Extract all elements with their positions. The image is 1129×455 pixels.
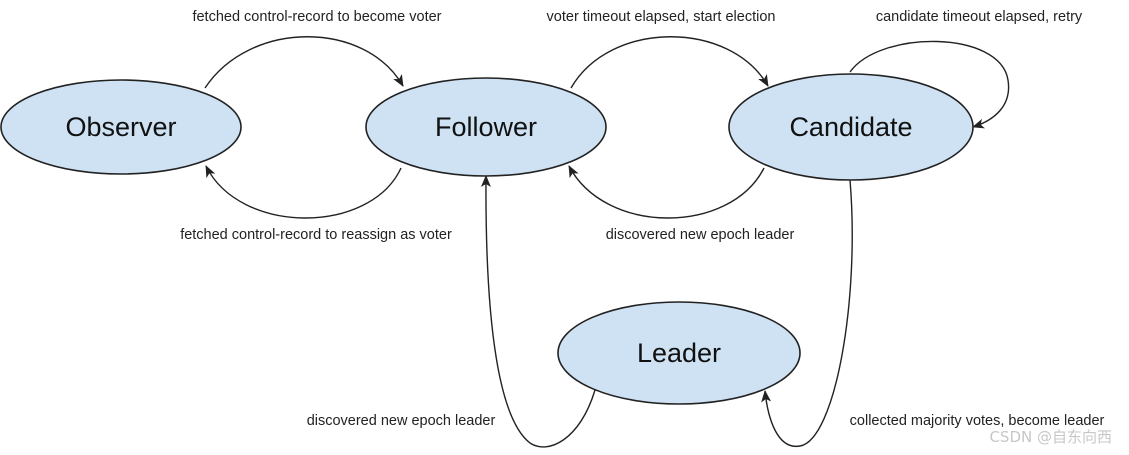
edge-follower-to-observer bbox=[205, 165, 402, 219]
edge-label-candidate-to-leader: collected majority votes, become leader bbox=[850, 413, 1105, 429]
watermark: CSDN @自东向西 bbox=[989, 428, 1112, 446]
candidate-ellipse bbox=[728, 73, 974, 181]
edge-candidate-to-follower bbox=[568, 165, 765, 219]
edge-observer-to-follower bbox=[204, 36, 404, 89]
edge-leader-to-follower bbox=[480, 175, 596, 448]
edge-label-candidate-self-loop: candidate timeout elapsed, retry bbox=[876, 9, 1083, 25]
edge-label-follower-to-observer: fetched control-record to reassign as vo… bbox=[180, 227, 452, 243]
edge-label-follower-to-candidate: voter timeout elapsed, start election bbox=[547, 9, 776, 25]
candidate-label: Candidate bbox=[789, 112, 912, 142]
follower-ellipse bbox=[365, 77, 607, 177]
edge-candidate-to-leader bbox=[761, 179, 853, 447]
edge-label-leader-to-follower: discovered new epoch leader bbox=[307, 413, 496, 429]
edge-label-candidate-to-follower: discovered new epoch leader bbox=[606, 227, 795, 243]
leader-ellipse bbox=[557, 301, 801, 405]
leader-label: Leader bbox=[637, 338, 721, 368]
edge-candidate-self-loop bbox=[849, 40, 1010, 129]
node-follower: Follower bbox=[365, 77, 607, 177]
node-leader: Leader bbox=[557, 301, 801, 405]
edge-label-observer-to-follower: fetched control-record to become voter bbox=[192, 9, 441, 25]
node-observer: Observer bbox=[0, 79, 242, 175]
observer-label: Observer bbox=[65, 112, 176, 142]
observer-ellipse bbox=[0, 79, 242, 175]
node-candidate: Candidate bbox=[728, 73, 974, 181]
follower-label: Follower bbox=[435, 112, 537, 142]
edge-follower-to-candidate bbox=[570, 36, 769, 89]
